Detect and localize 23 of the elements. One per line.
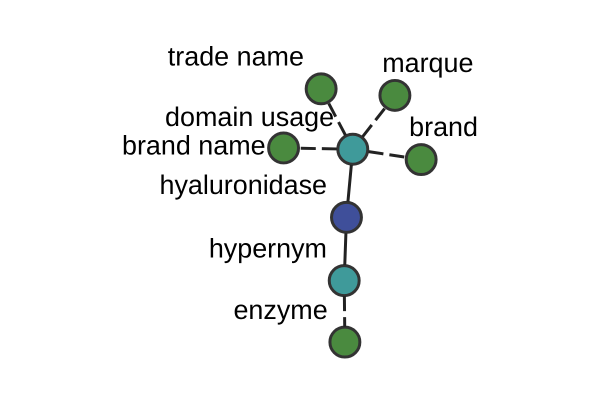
node-label: marque: [382, 48, 474, 78]
connector: [361, 107, 386, 138]
node-circle: [336, 132, 370, 166]
connector: [343, 232, 348, 264]
node-circle: [328, 325, 362, 358]
connector: [368, 150, 407, 158]
node-circle: [404, 142, 438, 176]
connector: [346, 164, 353, 202]
node-circle: [378, 78, 412, 112]
connector: [342, 296, 346, 326]
node-circle: [330, 200, 363, 234]
node-label: domain usage: [165, 101, 334, 132]
node-label: hypernym: [208, 232, 327, 263]
node-label: brand name: [122, 130, 266, 160]
node-circle: [304, 72, 338, 105]
node-label: enzyme: [233, 294, 328, 324]
node-label: trade name: [168, 41, 304, 72]
node-label: hyaluronidase: [159, 170, 328, 200]
node-circle: [328, 264, 361, 297]
connector: [327, 102, 347, 136]
node-label: brand: [409, 112, 478, 142]
node-circle: [267, 131, 300, 164]
connector: [298, 146, 337, 150]
